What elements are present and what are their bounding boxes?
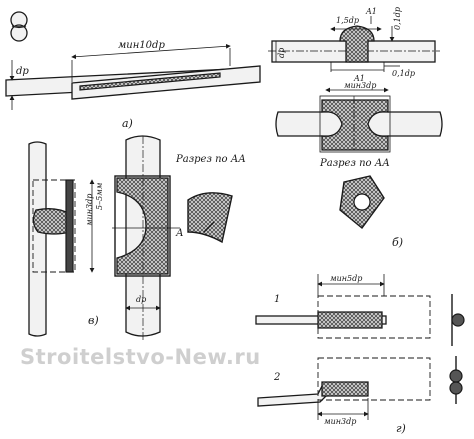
panel-v-vertical-joint: мин3dр 5–5мм в) А dр Разрез по АА [28, 135, 246, 340]
panel-a-min10dp-label: мин10dр [118, 40, 165, 51]
panel-g-plate-2 [317, 357, 431, 401]
panel-v-form-left [32, 179, 76, 273]
panel-b-A1-bottom-label: A1 [353, 74, 365, 83]
panel-g-min5dp-label: мин5dр [330, 274, 362, 283]
panel-v-label: в) [88, 314, 99, 327]
watermark: Stroitelstvo-New.ru [20, 345, 261, 369]
panel-g-plate-1 [317, 295, 431, 339]
panel-b-form [319, 95, 391, 153]
panel-a-cross-section [10, 11, 28, 42]
panel-b-A1-top-label: A1 [365, 7, 377, 16]
panel-g-lap-joints: мин5dр 1 2 мин3dр г) [255, 274, 465, 435]
panel-b-bath-weld: dр 1,5dр A1 0,1dр A1 0,1dр мин3dр Разрез… [268, 7, 443, 249]
panel-b-01dp-top-label: 0,1dр [393, 7, 402, 30]
panel-b-rod-mid-right [359, 111, 443, 137]
panel-b-section-drawing [339, 175, 385, 230]
panel-a-label: а) [122, 117, 133, 130]
panel-g-min3dp-label: мин3dр [324, 417, 356, 426]
panel-a-lap-joint: dр мин10dр а) [5, 11, 261, 130]
panel-g-weld-2 [321, 381, 369, 397]
panel-v-A-label: А [175, 228, 184, 239]
panel-a-weld-seam [79, 72, 221, 91]
panel-v-form-right [114, 175, 171, 277]
panel-b-weld-mid [321, 99, 389, 151]
panel-v-min3dp-label: мин3dр [85, 194, 94, 226]
panel-b-01dp-bottom-label: 0,1dр [392, 69, 415, 78]
panel-g-1-label: 1 [274, 294, 280, 305]
panel-g-label: г) [396, 422, 406, 435]
panel-v-dp-label: dр [136, 295, 146, 304]
panel-v-section-label: Разрез по АА [175, 154, 246, 165]
panel-g-weld-1 [317, 311, 383, 329]
panel-v-weld-left [32, 208, 71, 235]
panel-v-rod-left [28, 141, 47, 337]
panel-v-section-drawing [187, 192, 233, 244]
panel-a-dp-label: dр [16, 66, 29, 77]
panel-v-5mm-label: 5–5мм [95, 182, 104, 210]
panel-b-dp-label: dр [277, 48, 286, 58]
panel-b-min3dp-label: мин3dр [344, 81, 376, 90]
panel-g-2-label: 2 [273, 372, 280, 383]
panel-v-weld-right [116, 177, 169, 275]
panel-b-section-label: Разрез по АА [319, 158, 390, 169]
panel-b-15dp-label: 1,5dр [336, 16, 359, 25]
panel-b-label: б) [392, 236, 403, 249]
